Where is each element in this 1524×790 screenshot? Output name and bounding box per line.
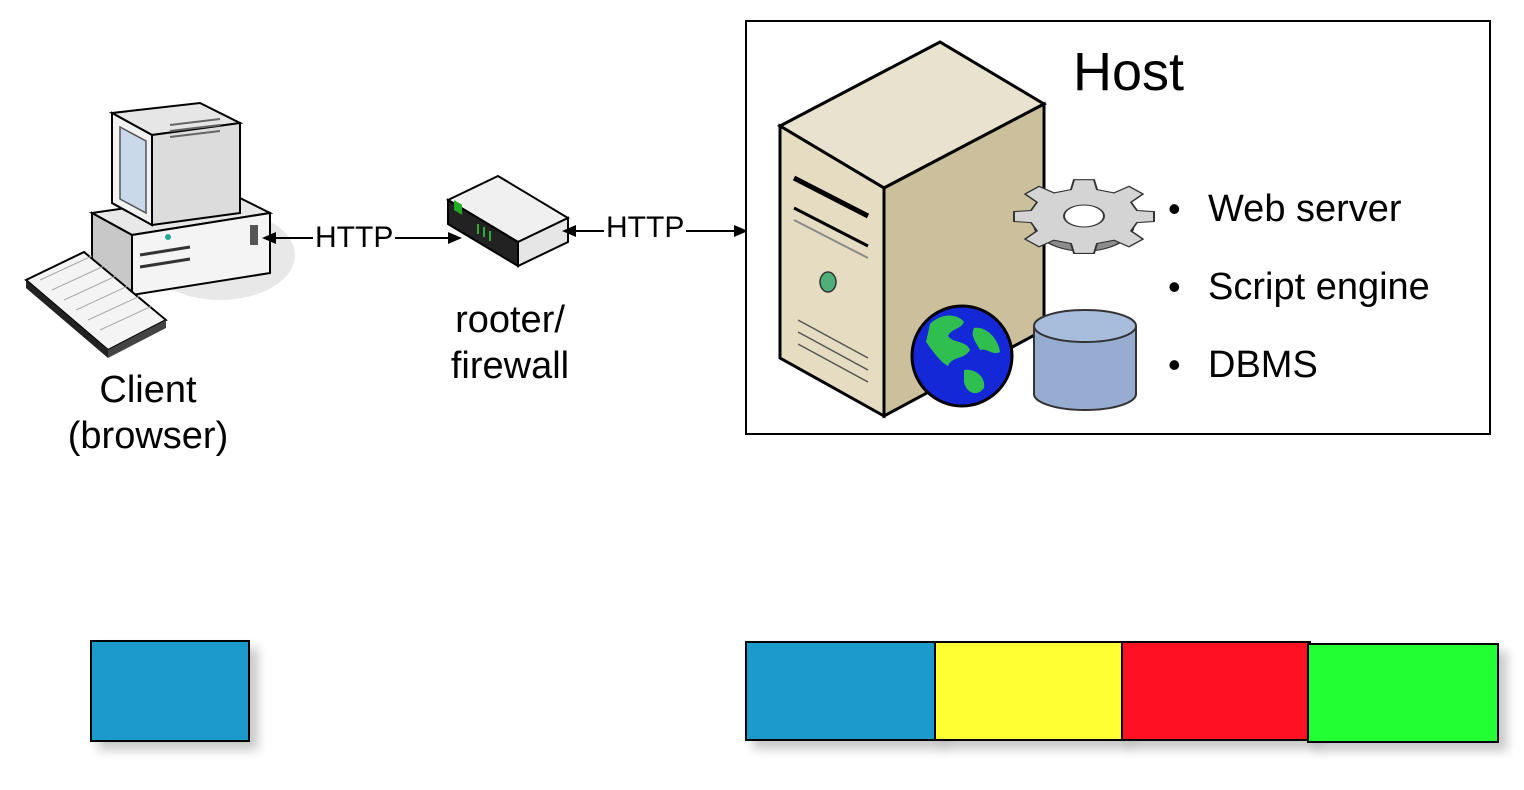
router-label-line1: rooter/ bbox=[455, 299, 565, 341]
host-block-2 bbox=[934, 641, 1124, 741]
client-block bbox=[90, 640, 250, 742]
host-item-dbms: DBMS bbox=[1168, 326, 1430, 404]
host-feature-list: Web server Script engine DBMS bbox=[1168, 170, 1430, 404]
client-label: Client (browser) bbox=[38, 368, 258, 459]
host-item-script-engine: Script engine bbox=[1168, 248, 1430, 326]
host-block-1 bbox=[745, 641, 937, 741]
globe-icon bbox=[910, 304, 1014, 408]
router-label-line2: firewall bbox=[450, 344, 570, 387]
host-item-web-server: Web server bbox=[1168, 170, 1430, 248]
database-icon bbox=[1033, 309, 1137, 411]
http-label-router-host: HTTP bbox=[604, 211, 687, 245]
http-label-client-router: HTTP bbox=[313, 221, 396, 255]
host-block-3 bbox=[1121, 641, 1311, 741]
host-title: Host bbox=[1073, 42, 1185, 102]
client-label-line2: (browser) bbox=[67, 414, 229, 457]
computer-icon bbox=[88, 101, 295, 300]
host-block-4 bbox=[1307, 643, 1499, 743]
router-icon bbox=[445, 174, 571, 268]
client-label-line1: Client bbox=[99, 369, 197, 411]
gear-icon bbox=[1013, 179, 1155, 254]
router-label: rooter/ firewall bbox=[400, 298, 620, 389]
keyboard-icon bbox=[24, 250, 168, 358]
